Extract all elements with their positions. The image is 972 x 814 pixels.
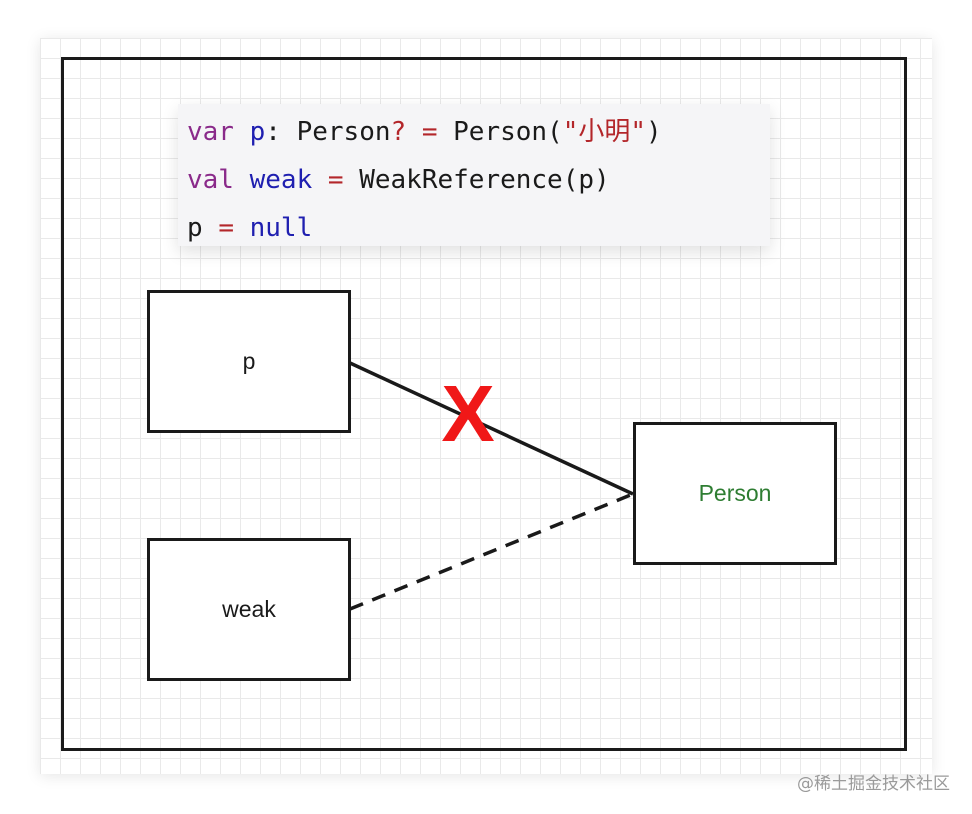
variable-weak-label: weak	[222, 596, 276, 622]
code-token: var	[187, 117, 234, 147]
code-token: val	[187, 165, 234, 195]
variable-p-box: p	[147, 290, 351, 433]
watermark: @稀土掘金技术社区	[797, 774, 950, 794]
person-object-box: Person	[633, 422, 837, 565]
code-token: ?	[390, 117, 407, 147]
code-token: : Person	[265, 117, 391, 147]
code-token: =	[218, 213, 234, 243]
variable-weak-box: weak	[147, 538, 351, 681]
code-token: )	[646, 117, 662, 147]
code-token: p	[187, 213, 203, 243]
code-token	[234, 213, 250, 243]
code-line: val weak = WeakReference(p)	[187, 156, 770, 204]
code-token: p	[249, 117, 266, 147]
code-token: WeakReference(p)	[343, 165, 610, 195]
variable-p-label: p	[242, 348, 256, 374]
code-token: =	[327, 165, 344, 195]
code-token: weak	[249, 165, 313, 195]
code-token	[406, 117, 422, 147]
code-token	[234, 117, 250, 147]
code-token: null	[249, 213, 313, 243]
code-line: var p: Person? = Person("小明")	[187, 108, 770, 156]
code-line: p = null	[187, 204, 770, 252]
person-object-label: Person	[698, 480, 772, 506]
code-token: "小明"	[562, 117, 647, 147]
code-token	[234, 165, 250, 195]
code-token: Person(	[437, 117, 563, 147]
diagram-frame	[61, 57, 907, 751]
code-token	[312, 165, 328, 195]
code-snippet: var p: Person? = Person("小明")val weak = …	[178, 104, 770, 246]
broken-reference-x-mark: X	[441, 369, 495, 458]
code-token	[203, 213, 219, 243]
code-token: =	[421, 117, 438, 147]
